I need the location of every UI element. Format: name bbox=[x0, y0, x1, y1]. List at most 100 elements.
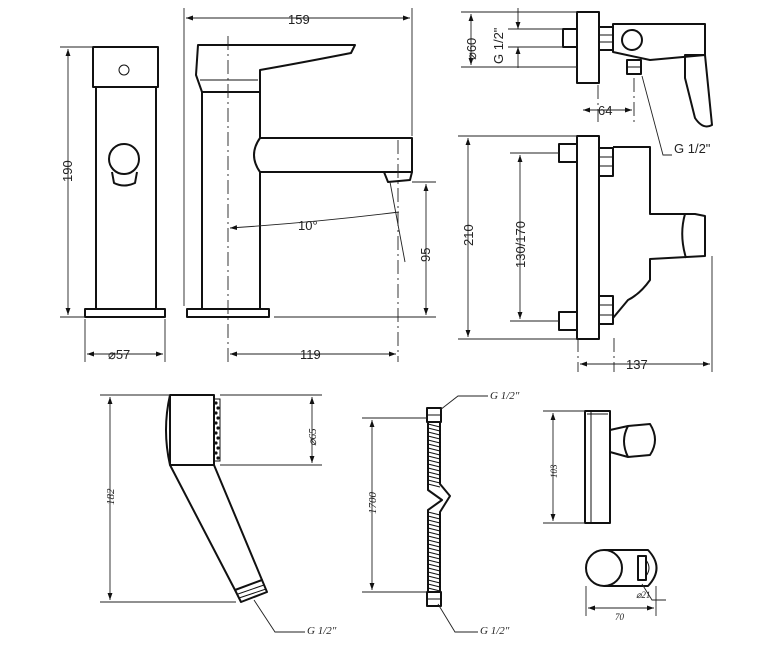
hose-coil-line bbox=[427, 475, 441, 480]
spout-reach-dimension: 119 bbox=[230, 347, 396, 362]
bath-height-dimension: 210 bbox=[458, 135, 577, 340]
shower-inlet-thread-label: G 1/2" bbox=[491, 27, 506, 64]
hose-coil-line bbox=[427, 587, 441, 592]
handshower-thread-callout: G 1/2" bbox=[253, 599, 337, 637]
nozzle-dot bbox=[216, 426, 220, 430]
bath-depth-label: 137 bbox=[626, 357, 648, 372]
hose-coil-line bbox=[427, 551, 441, 556]
hose-coil-line bbox=[427, 423, 441, 428]
spout-height-label: 95 bbox=[418, 248, 433, 262]
shower-outlet-thread-label: G 1/2" bbox=[674, 141, 711, 156]
hose-coil-line bbox=[427, 543, 441, 548]
shower-mixer-view bbox=[562, 11, 713, 128]
hose-coil-line bbox=[427, 539, 441, 544]
spout-reach-label: 119 bbox=[300, 347, 321, 362]
hose-coil-line bbox=[427, 483, 441, 488]
hose-coil-line bbox=[427, 583, 441, 588]
hose-coil-line bbox=[427, 427, 441, 432]
nozzle-dot bbox=[214, 411, 218, 415]
hose-length-dimension: 1700 bbox=[362, 417, 427, 593]
nozzle-dot bbox=[216, 456, 220, 460]
bath-mixer-view bbox=[558, 135, 706, 372]
hose-coil-hatching bbox=[427, 423, 441, 592]
spout-height-dimension: 95 bbox=[274, 181, 436, 318]
nozzle-dot bbox=[214, 431, 218, 435]
handshower-length-dimension: 182 bbox=[100, 394, 236, 603]
hose-coil-line bbox=[427, 435, 441, 440]
holder-depth-dimension: 70 bbox=[585, 586, 657, 622]
spout-angle-label: 10° bbox=[298, 218, 318, 233]
hose-coil-line bbox=[427, 535, 441, 540]
hose-coil-line bbox=[427, 531, 441, 536]
holder-depth-label: 70 bbox=[615, 612, 625, 622]
bath-centres-dimension: 130/170 bbox=[510, 152, 559, 322]
overall-height-dimension: 190 bbox=[60, 46, 93, 318]
shower-depth-dimension: 64 bbox=[583, 103, 632, 118]
basin-mixer-front-view bbox=[84, 46, 166, 318]
hose-coil-line bbox=[427, 515, 441, 520]
hose-coil-line bbox=[427, 555, 441, 560]
nozzle-dot bbox=[214, 451, 218, 455]
hose-coil-line bbox=[427, 547, 441, 552]
hose-coil-line bbox=[427, 447, 441, 452]
hose-thread-bottom-label: G 1/2" bbox=[480, 625, 510, 637]
hose-length-label: 1700 bbox=[367, 492, 379, 515]
hose-coil-line bbox=[427, 451, 441, 456]
hose-coil-line bbox=[427, 463, 441, 468]
hose-thread-top-label: G 1/2" bbox=[490, 390, 520, 402]
hose-thread-top-callout: G 1/2" bbox=[439, 390, 520, 411]
overall-length-dimension: 159 bbox=[183, 8, 413, 306]
nozzle-dot bbox=[214, 421, 218, 425]
handshower-thread-label: G 1/2" bbox=[307, 625, 337, 637]
overall-height-label: 190 bbox=[60, 160, 75, 182]
wall-holder-front-view bbox=[585, 549, 658, 587]
spout-angle-dimension: 10° bbox=[229, 181, 406, 263]
nozzle-dot bbox=[216, 436, 220, 440]
hose-coil-line bbox=[427, 431, 441, 436]
nozzle-dot bbox=[214, 441, 218, 445]
base-diameter-dimension: ⌀57 bbox=[84, 319, 166, 362]
bath-depth-dimension: 137 bbox=[580, 256, 713, 372]
overall-length-label: 159 bbox=[288, 12, 310, 27]
handshower-length-label: 182 bbox=[105, 488, 117, 505]
bath-centres-label: 130/170 bbox=[513, 221, 528, 268]
hose-coil-line bbox=[427, 527, 441, 532]
hose-coil-line bbox=[427, 519, 441, 524]
hose-coil-line bbox=[427, 459, 441, 464]
holder-diameter-callout: ⌀21 bbox=[636, 583, 666, 601]
shower-flange-diameter-label: ⌀60 bbox=[464, 38, 479, 60]
handshower-head-dimension: ⌀65 bbox=[220, 394, 322, 466]
hose-coil-line bbox=[427, 563, 441, 568]
hose-coil-line bbox=[427, 439, 441, 444]
hose-coil-line bbox=[427, 575, 441, 580]
holder-height-label: 103 bbox=[549, 464, 559, 478]
shower-outlet-thread-callout: G 1/2" bbox=[641, 75, 711, 156]
shower-depth-label: 64 bbox=[598, 103, 612, 118]
hose-coil-line bbox=[427, 443, 441, 448]
hose-coil-line bbox=[427, 559, 441, 564]
hose-coil-line bbox=[427, 579, 441, 584]
wall-holder-side-view bbox=[584, 410, 656, 524]
hand-shower-nozzles bbox=[214, 401, 220, 460]
nozzle-dot bbox=[216, 446, 220, 450]
hose-coil-line bbox=[427, 571, 441, 576]
hose-coil-line bbox=[427, 567, 441, 572]
basin-mixer-side-view bbox=[186, 36, 413, 362]
bath-height-label: 210 bbox=[461, 224, 476, 246]
hose-coil-line bbox=[427, 511, 441, 516]
nozzle-dot bbox=[216, 406, 220, 410]
shower-flange-dimension: ⌀60 G 1/2" bbox=[461, 8, 577, 68]
holder-height-dimension: 103 bbox=[543, 410, 585, 524]
holder-diameter-label: ⌀21 bbox=[636, 590, 650, 600]
base-diameter-label: ⌀57 bbox=[108, 347, 130, 362]
hose-coil-line bbox=[427, 471, 441, 476]
hose-thread-bottom-callout: G 1/2" bbox=[437, 603, 510, 637]
nozzle-dot bbox=[216, 416, 220, 420]
hose-coil-line bbox=[427, 523, 441, 528]
handshower-head-diameter-label: ⌀65 bbox=[307, 428, 319, 446]
hose-coil-line bbox=[427, 467, 441, 472]
hose-coil-line bbox=[427, 479, 441, 484]
hose-coil-line bbox=[427, 455, 441, 460]
hand-shower-view bbox=[165, 394, 268, 603]
